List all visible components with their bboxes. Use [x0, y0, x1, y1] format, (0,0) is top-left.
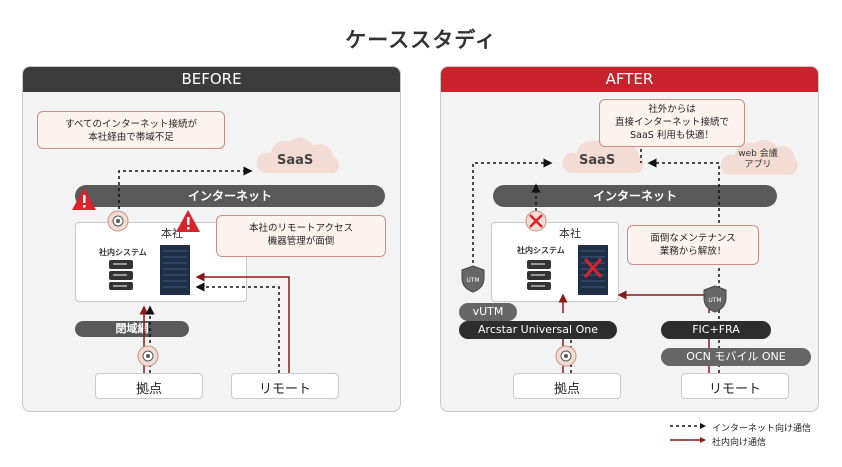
site-box: [513, 373, 621, 399]
callout-maintenance: 面倒なメンテナンス 業務から解放！: [627, 225, 759, 265]
site-label: 拠点: [135, 382, 162, 397]
saas-label: SaaS: [579, 153, 616, 168]
before-panel: BEFORE SaaS インターネット 本社 社内システム 閉域網 拠点 リモー…: [22, 66, 401, 412]
web-app-line: アプリ: [744, 160, 772, 170]
before-header: BEFORE: [23, 67, 400, 92]
utm-icon-text: UTM: [708, 297, 721, 304]
internet-bar: インターネット: [75, 185, 385, 207]
router-icon: [107, 210, 129, 232]
internet-bar: インターネット: [493, 185, 777, 207]
legend-internal: 社内向け通信: [712, 438, 767, 448]
site-box: [95, 373, 203, 399]
callout-line: 社外からは: [648, 104, 696, 115]
ocn-mobile-bar: OCN モバイル ONE: [661, 348, 811, 366]
callout-bandwidth: すべてのインターネット接続が 本社経由で帯域不足: [37, 111, 225, 149]
web-conference-cloud-icon: [720, 139, 798, 175]
rack-icon-removed: [578, 245, 608, 295]
remote-label: リモート: [258, 382, 311, 397]
after-header: AFTER: [441, 67, 818, 92]
before-connection-lines: [118, 166, 290, 373]
web-app-line: web 会議: [738, 149, 778, 159]
callout-line: すべてのインターネット接続が: [65, 119, 197, 130]
warning-icon: [72, 188, 96, 210]
callout-line: 業務から解放！: [659, 246, 727, 257]
callout-direct-internet: 社外からは 直接インターネット接続で SaaS 利用も快適！: [599, 99, 745, 147]
callout-remote-access: 本社のリモートアクセス 機器管理が面倒: [216, 215, 386, 257]
utm-shield-icon: UTM: [461, 265, 485, 293]
callout-line: 直接インターネット接続で: [614, 117, 729, 128]
callout-line: 面倒なメンテナンス: [650, 233, 736, 244]
legend-lines: [670, 423, 706, 443]
callout-line: 機器管理が面倒: [267, 236, 335, 247]
closed-network-bar: 閉域網: [75, 321, 189, 337]
server-icon: [109, 260, 133, 290]
callout-line: 本社経由で帯域不足: [88, 132, 174, 143]
system-label: 社内システム: [517, 246, 565, 255]
utm-icon-text: UTM: [466, 277, 479, 284]
callout-line: 本社のリモートアクセス: [248, 223, 354, 234]
page-title: ケーススタディ: [345, 28, 497, 52]
remote-label: リモート: [708, 382, 761, 397]
server-icon: [527, 260, 551, 290]
remote-box: [681, 373, 789, 399]
router-removed-icon: [525, 210, 547, 232]
warning-icon: [176, 210, 200, 232]
system-label: 社内システム: [99, 248, 147, 257]
vutm-label: vUTM: [459, 303, 517, 321]
remote-box: [231, 373, 339, 399]
arcstar-bar: Arcstar Universal One: [459, 321, 617, 339]
web-app-label: web 会議 アプリ: [733, 149, 783, 171]
rack-icon: [160, 245, 190, 295]
site-router-icon: [137, 345, 159, 367]
legend-internet: インターネット向け通信: [712, 424, 812, 434]
after-panel: AFTER SaaS web 会議 アプリ インターネット 本社 社内システム: [440, 66, 819, 412]
site-router-icon: [555, 345, 577, 367]
fic-fra-bar: FIC+FRA: [661, 321, 771, 339]
saas-cloud-icon: [256, 137, 340, 173]
callout-line: SaaS 利用も快適！: [630, 130, 714, 141]
site-label: 拠点: [553, 382, 580, 397]
saas-label: SaaS: [277, 153, 314, 168]
hq-label: 本社: [559, 227, 581, 240]
utm-shield-icon: UTM: [703, 285, 727, 313]
